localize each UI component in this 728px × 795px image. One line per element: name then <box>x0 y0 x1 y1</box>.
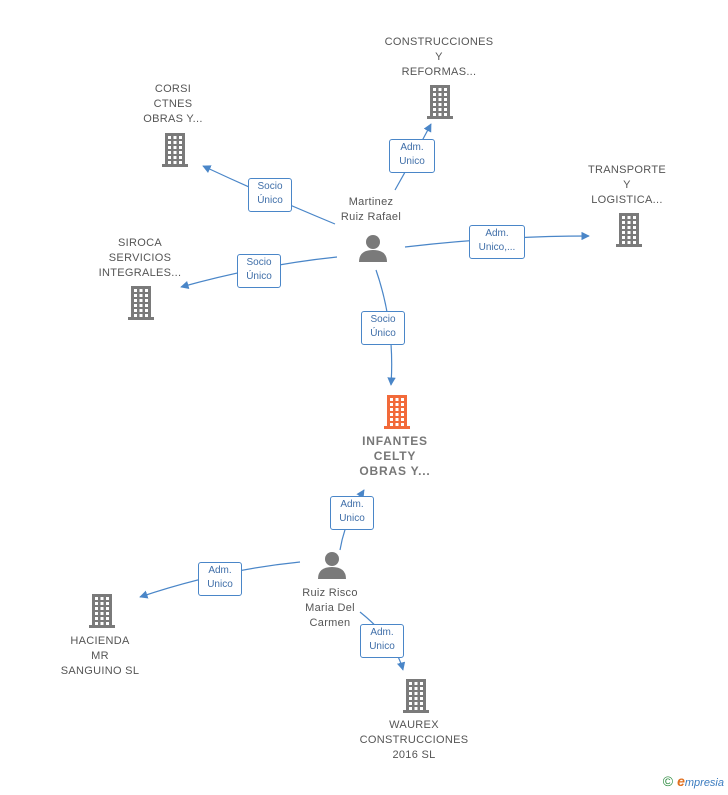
node-name-line: LOGISTICA... <box>591 194 663 206</box>
edge-role-text: Unico <box>339 513 365 524</box>
node-name-line: INFANTES <box>362 434 428 448</box>
node-name-line: Martinez <box>348 196 394 208</box>
edge-role-text: Unico <box>399 156 425 167</box>
node-name-line: Ruiz Rafael <box>340 211 402 223</box>
node-name-line: SANGUINO SL <box>60 665 140 677</box>
building-icon[interactable] <box>616 213 642 247</box>
edge-role-label[interactable]: Adm. Unico <box>389 139 435 173</box>
company-name-label[interactable]: WAUREX CONSTRUCCIONES 2016 SL <box>344 718 484 763</box>
edge-role-text: Único <box>246 271 272 282</box>
edge-role-text: Socio <box>257 181 283 192</box>
edge-role-text: Unico <box>369 641 395 652</box>
building-icon[interactable] <box>427 85 453 119</box>
building-icon[interactable] <box>162 133 188 167</box>
person-icon[interactable] <box>359 235 387 262</box>
company-name-label[interactable]: TRANSPORTE Y LOGISTICA... <box>557 163 697 208</box>
company-name-label[interactable]: CORSI CTNES OBRAS Y... <box>103 82 243 127</box>
company-name-label[interactable]: HACIENDA MR SANGUINO SL <box>30 634 170 679</box>
edge-role-text: Único <box>257 195 283 206</box>
edge-role-label[interactable]: Adm. Unico <box>198 562 242 596</box>
edge-role-text: Adm. <box>340 499 364 510</box>
edge-role-text: Adm. <box>370 627 394 638</box>
node-name-line: TRANSPORTE <box>588 164 666 176</box>
copyright-icon: © <box>662 773 674 789</box>
node-name-line: 2016 SL <box>392 749 436 761</box>
company-name-label[interactable]: SIROCA SERVICIOS INTEGRALES... <box>70 236 210 281</box>
node-name-line: SERVICIOS <box>108 252 172 264</box>
node-name-line: HACIENDA <box>70 635 130 647</box>
node-name-line: Carmen <box>309 617 351 629</box>
node-name-line: CORSI <box>154 83 192 95</box>
node-name-line: OBRAS Y... <box>359 464 431 478</box>
node-name-line: WAUREX <box>389 719 439 731</box>
empresia-watermark: © empresia <box>663 773 724 789</box>
node-name-line: SIROCA <box>118 237 162 249</box>
node-name-line: CONSTRUCCIONES <box>359 734 469 746</box>
edge-role-text: Socio <box>246 257 272 268</box>
node-name-line: CELTY <box>373 449 417 463</box>
node-name-line: Y <box>623 179 631 191</box>
edge-role-text: Único <box>370 328 396 339</box>
edge-role-text: Unico <box>207 579 233 590</box>
edge-role-label[interactable]: Adm. Unico,... <box>469 225 525 259</box>
building-icon[interactable] <box>89 594 115 628</box>
brand-initial: e <box>677 773 685 789</box>
node-name-line: REFORMAS... <box>401 66 477 78</box>
node-name-line: Ruiz Risco <box>302 587 358 599</box>
edge-role-text: Adm. <box>485 228 509 239</box>
edge-role-label[interactable]: Adm. Unico <box>330 496 374 530</box>
edge-role-text: Socio <box>370 314 396 325</box>
node-name-line: CONSTRUCCIONES <box>384 36 494 48</box>
building-icon[interactable] <box>384 395 410 429</box>
node-name-line: Y <box>435 51 443 63</box>
person-icon[interactable] <box>318 552 346 579</box>
building-icon[interactable] <box>403 679 429 713</box>
brand-name: mpresia <box>684 777 724 789</box>
node-name-line: INTEGRALES... <box>98 267 182 279</box>
node-name-line: OBRAS Y... <box>143 113 203 125</box>
edge-role-label[interactable]: Adm. Unico <box>360 624 404 658</box>
edge-role-text: Adm. <box>208 565 232 576</box>
node-name-line: Maria Del <box>305 602 355 614</box>
node-name-line: CTNES <box>153 98 193 110</box>
node-name-line: MR <box>91 650 109 662</box>
edge-role-text: Adm. <box>400 142 424 153</box>
edge-role-text: Unico,... <box>478 242 516 253</box>
building-icon[interactable] <box>128 286 154 320</box>
company-name-label[interactable]: CONSTRUCCIONES Y REFORMAS... <box>369 35 509 80</box>
